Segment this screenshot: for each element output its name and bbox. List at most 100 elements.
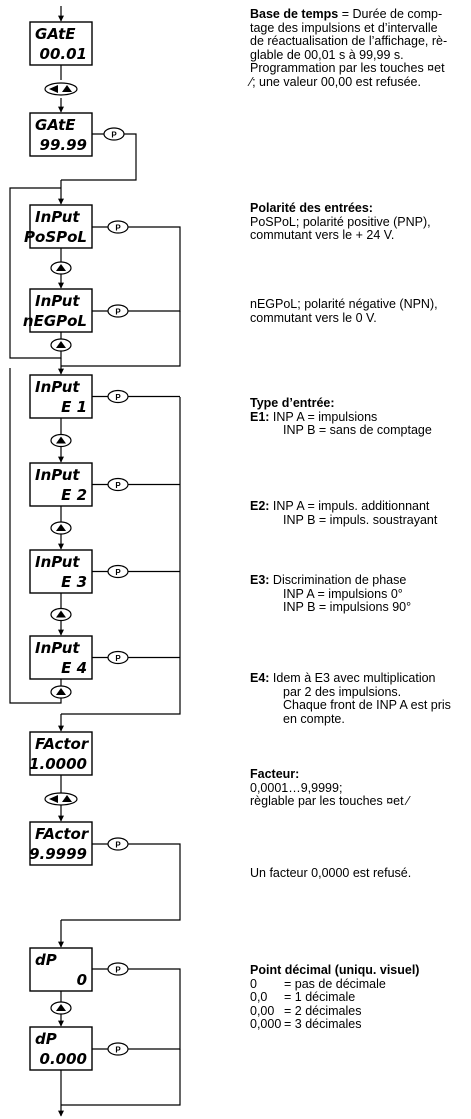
up-key-input-e3[interactable] [50,607,72,622]
p-key-label: P [115,481,121,490]
display-bottom-text: 9.9999 [29,845,87,863]
gate-description: Base de temps = Durée de comp- tage des … [250,7,448,90]
up-key-dp[interactable] [50,1001,72,1015]
factor-title: Facteur: [250,767,300,781]
display-top-text: dP [35,951,57,969]
e4-line3: Chaque front de INP A est pris [283,698,451,713]
up-key-input-e2[interactable] [50,521,72,535]
up-down-key-gate[interactable] [44,82,78,96]
dp-row-2-value: 0,00 [250,1003,275,1018]
p-key-negpol[interactable]: P [107,304,129,318]
up-key-polarity-2[interactable] [50,338,72,352]
e3-line1: Discrimination de phase [269,573,407,587]
dp-row-0-value: 0 [250,976,257,991]
p-key-label: P [115,393,121,402]
display-input-e1: InPut E 1 [29,374,93,419]
gate-line-1: tage des impulsions et d’intervalle [250,20,438,35]
input-type-description: Type d’entrée: E1: INP A = impulsions IN… [250,396,432,438]
p-key-pospol[interactable]: P [107,220,129,234]
display-top-text: InPut [35,292,80,310]
display-dp-2: dP0.000 [29,1026,93,1071]
dp-row-1-value: 0,0 [250,990,268,1005]
factor-line-0: 0,0001…9,9999; [250,780,343,795]
e2-line2: INP B = impuls. soustrayant [283,512,438,527]
display-top-text: InPut [35,553,80,571]
p-key-label: P [115,224,121,233]
e4-line4: en compte. [283,711,345,726]
display-bottom-text: nEGPoL [23,312,87,330]
p-key-label: P [115,1046,121,1055]
gate-line-5: ⁄; une valeur 00,00 est refusée. [250,74,421,89]
polarity-neg-line-1: commutant vers le 0 V. [250,310,377,325]
factor-refused-line: Un facteur 0,0000 est refusé. [250,866,412,880]
p-key-input-e4[interactable]: P [107,650,129,665]
e4-line2: par 2 des impulsions. [283,684,402,699]
p-key-input-e1[interactable]: P [107,389,129,404]
polarity-neg-description: nEGPoL; polarité négative (NPN), commuta… [250,297,438,325]
e1-line1: INP A = impulsions [269,409,378,424]
factor-description: Facteur: 0,0001…9,9999; règlable par les… [250,767,410,809]
p-key-label: P [115,841,121,850]
display-top-text: InPut [35,466,80,484]
display-top-text: FActor [35,825,90,843]
p-key-label: P [111,131,117,140]
display-bottom-text: E 4 [61,659,87,677]
display-factor-2: FActor 9.9999 [29,821,93,866]
p-key-dp-2[interactable]: P [107,1042,129,1056]
p-key-gate[interactable]: P [103,127,125,141]
dp-row-2-text: = 2 décimales [284,1003,362,1018]
dp-title: Point décimal (uniqu. visuel) [250,963,420,977]
p-key-input-e3[interactable]: P [107,564,129,579]
input-type-title: Type d’entrée: [250,396,335,410]
display-top-text: InPut [35,208,80,226]
gate-line-4: Programmation par les touches ¤et [250,61,445,76]
e4-description: E4: Idem à E3 avec multiplication par 2 … [250,671,451,726]
display-bottom-text: E 2 [61,486,87,504]
factor-line-1: règlable par les touches ¤et ⁄ [250,794,410,809]
display-bottom-text: PoSPoL [24,228,87,246]
display-input-negpol: InPut nEGPoL [23,288,93,333]
p-key-label: P [115,568,121,577]
up-key-polarity-1[interactable] [50,261,72,275]
e4-line1: Idem à E3 avec multiplication [269,671,436,685]
e2-label: E2: [250,499,270,513]
display-top-text: InPut [35,378,80,396]
e3-label: E3: [250,573,270,587]
dp-row-0-text: = pas de décimale [284,976,386,991]
up-key-input-e4[interactable] [50,685,72,699]
p-key-label: P [115,966,121,975]
gate-line-2: de réactualisation de l’affichage, rè- [250,34,448,49]
up-key-input-e1[interactable] [50,433,72,448]
p-key-input-e2[interactable]: P [107,477,129,492]
display-input-e2: InPut E 2 [29,462,93,507]
e1-label: E1: [250,409,270,424]
e2-line1: INP A = impuls. additionnant [269,499,430,513]
polarity-neg-line-0: nEGPoL; polarité négative (NPN), [250,297,438,311]
display-bottom-text: 1.0000 [29,755,87,773]
display-bottom-text: 99.99 [40,136,87,154]
p-key-factor[interactable]: P [107,837,129,851]
display-bottom-text: E 1 [61,398,87,416]
gate-line-0: = Durée de comp- [338,7,443,21]
display-top-text: dP [35,1030,57,1048]
p-key-dp-1[interactable]: P [107,962,129,976]
polarity-title: Polarité des entrées: [250,201,373,215]
e3-description: E3: Discrimination de phase INP A = impu… [250,573,412,615]
display-bottom-text: 0 [77,971,87,989]
polarity-description: Polarité des entrées: PoSPoL; polarité p… [250,201,431,243]
p-key-label: P [115,654,121,663]
e3-line3: INP B = impulsions 90° [283,600,412,615]
display-top-text: GAtE [35,25,76,43]
up-down-key-factor[interactable] [44,792,78,806]
dp-description: Point décimal (uniqu. visuel) 0 = pas de … [250,963,420,1032]
dp-row-3-text: = 3 décimales [284,1017,362,1032]
gate-line-3: glable de 00,01 s à 99,99 s. [250,47,404,62]
dp-row-1-text: = 1 décimale [284,990,356,1005]
polarity-pos-line-1: commutant vers le + 24 V. [250,228,395,243]
